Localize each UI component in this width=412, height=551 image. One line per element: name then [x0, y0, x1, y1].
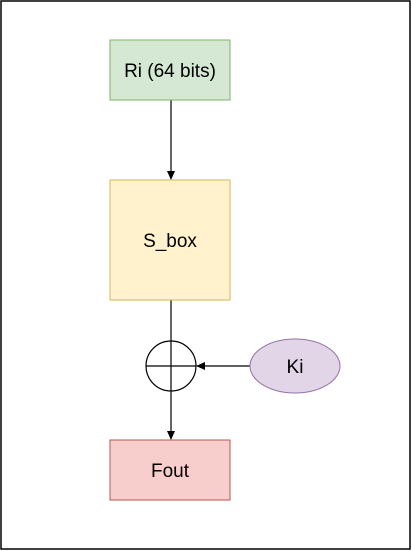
node-fout-label: Fout	[151, 461, 190, 482]
node-sbox: S_box	[109, 179, 231, 301]
node-fout: Fout	[109, 439, 231, 501]
xor-operator-icon	[145, 340, 197, 392]
node-ri-label: Ri (64 bits)	[124, 61, 216, 82]
node-ki-label: Ki	[287, 357, 304, 378]
node-ri: Ri (64 bits)	[109, 39, 231, 101]
node-ki: Ki	[249, 338, 341, 394]
node-sbox-label: S_box	[143, 231, 197, 252]
